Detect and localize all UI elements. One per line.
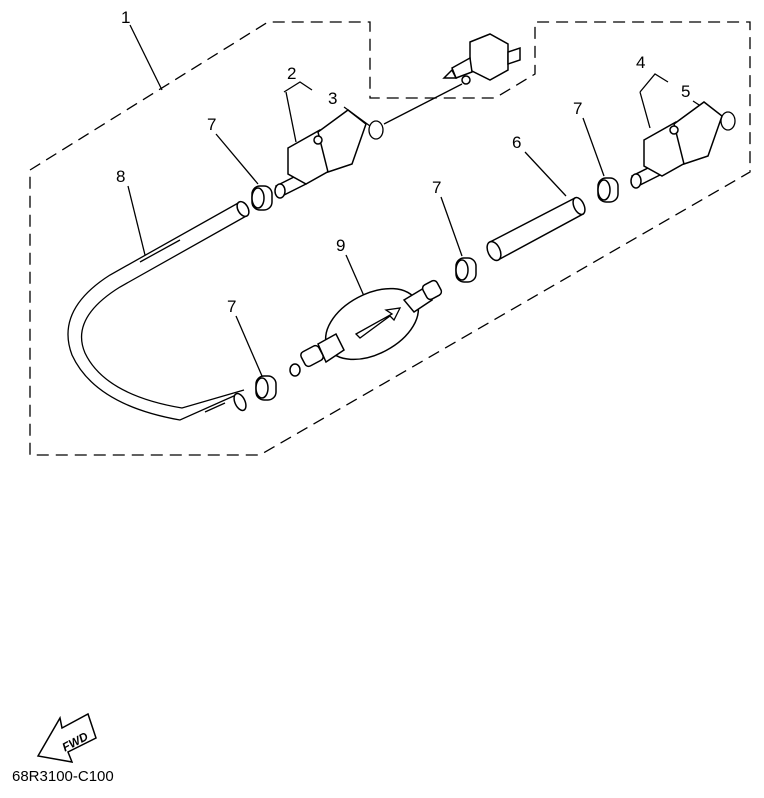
assembly-outline [29,21,751,456]
callout-3: 3 [328,89,337,108]
clamp [255,375,277,401]
callout-8: 8 [116,167,125,186]
connector-a [274,109,367,199]
clamps [251,177,619,401]
clamp [251,185,273,211]
leader-lines [127,24,717,377]
callout-5: 5 [681,82,690,101]
callout-7: 7 [432,178,441,197]
connector-b [630,101,723,189]
clamp [455,257,477,283]
oring-a [368,120,384,140]
callout-4: 4 [636,53,645,72]
primer-bulb [289,279,443,377]
clamp [597,177,619,203]
hose-short [486,196,586,262]
callout-6: 6 [512,133,521,152]
tank-connector [442,33,521,85]
hose-long [67,200,250,421]
callout-2: 2 [287,64,296,83]
drawing-code: 68R3100-C100 [12,768,114,785]
callout-9: 9 [336,236,345,255]
fwd-arrow-icon: FWD [36,712,97,763]
callout-labels: 1 2 3 4 5 6 7 7 7 7 8 9 [116,8,690,316]
callout-7: 7 [227,297,236,316]
oring-b [720,111,736,131]
callout-7: 7 [573,99,582,118]
callout-1: 1 [121,8,130,27]
callout-7: 7 [207,115,216,134]
